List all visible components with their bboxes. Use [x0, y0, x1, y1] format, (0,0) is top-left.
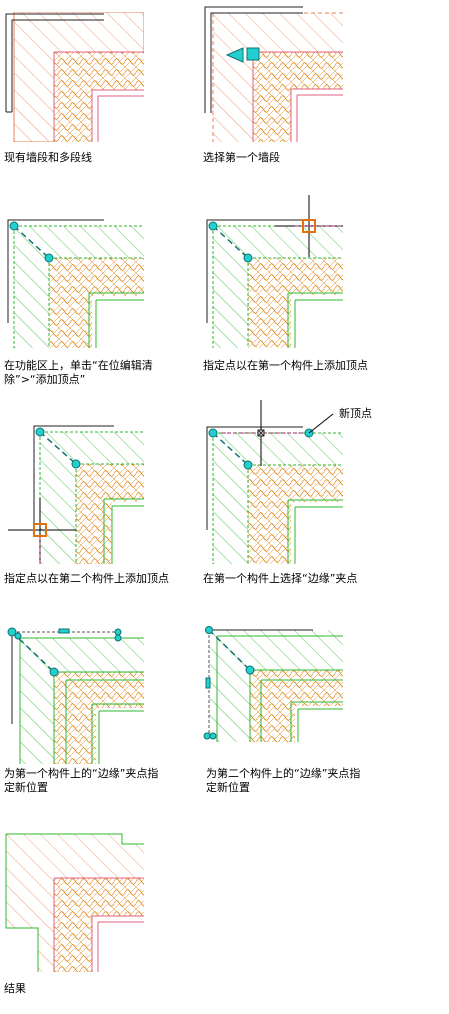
step-9-panel — [4, 832, 144, 972]
caption-line: 为第一个构件上的“边缘”夹点指 — [4, 767, 159, 780]
step-8-panel — [203, 624, 343, 742]
step-1-panel — [4, 12, 144, 142]
step-3-caption: 在功能区上，单击“在位编辑清 除”>“添加顶点” — [4, 359, 153, 387]
step-7-diagram — [7, 627, 144, 764]
caption-line: 在第一个构件上选择“边缘”夹点 — [203, 572, 358, 585]
step-3-diagram — [7, 219, 144, 348]
step-1-caption: 现有墙段和多段线 — [4, 151, 92, 165]
step-8-caption: 为第二个构件上的“边缘”夹点指 定新位置 — [206, 767, 360, 795]
step-1-diagram — [5, 12, 144, 142]
caption-line: 定新位置 — [4, 781, 48, 794]
step-8-diagram — [203, 626, 343, 742]
step-5-panel — [4, 424, 144, 564]
caption-line: 为第二个构件上的“边缘”夹点指 — [206, 767, 361, 780]
step-7-panel — [4, 624, 144, 764]
step-3-panel — [4, 218, 144, 348]
caption-line: 选择第一个墙段 — [203, 151, 280, 164]
step-5-caption: 指定点以在第二个构件上添加顶点 — [4, 572, 169, 586]
caption-line: 在功能区上，单击“在位编辑清 — [4, 359, 153, 372]
step-2-caption: 选择第一个墙段 — [203, 151, 280, 165]
step-7-caption: 为第一个构件上的“边缘”夹点指 定新位置 — [4, 767, 158, 795]
step-6-panel — [203, 400, 343, 564]
caption-line: 指定点以在第二个构件上添加顶点 — [4, 572, 169, 585]
step-9-diagram — [5, 833, 144, 972]
step-2-panel — [203, 5, 343, 142]
step-6-caption: 在第一个构件上选择“边缘”夹点 — [203, 572, 357, 586]
step-4-caption: 指定点以在第一个构件上添加顶点 — [203, 359, 368, 373]
caption-line: 指定点以在第一个构件上添加顶点 — [203, 359, 368, 372]
step-4-panel — [203, 195, 343, 348]
caption-line: 定新位置 — [206, 781, 250, 794]
step-6-diagram — [206, 400, 343, 564]
step-2-diagram — [204, 6, 343, 142]
new-vertex-label: 新顶点 — [339, 407, 372, 420]
caption-line: 结果 — [4, 982, 26, 995]
step-5-diagram — [8, 425, 144, 564]
caption-line: 除”>“添加顶点” — [4, 373, 86, 386]
step-4-diagram — [206, 195, 343, 348]
step-9-caption: 结果 — [4, 982, 26, 996]
caption-line: 现有墙段和多段线 — [4, 151, 92, 164]
